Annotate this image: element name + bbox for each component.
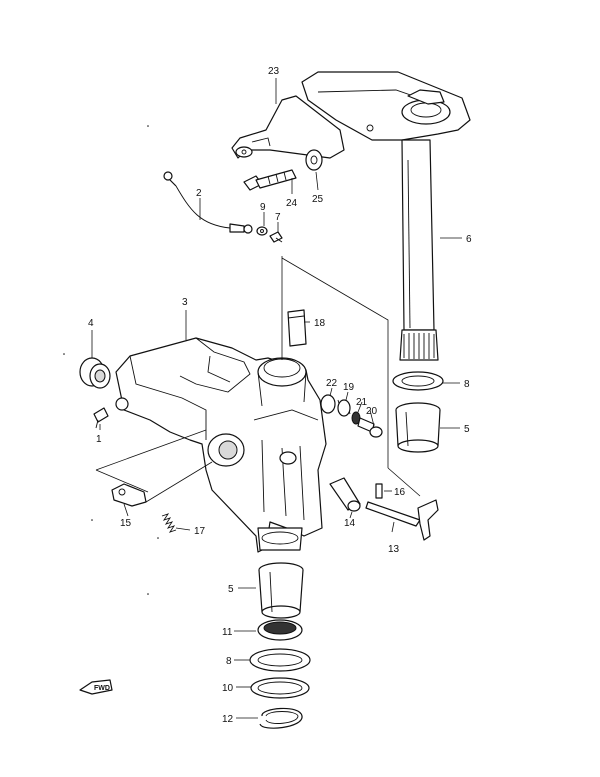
assembly-lines [95,256,421,503]
part-9-lock-washer [256,226,268,236]
part-12-snap-ring [259,707,303,729]
callout-12: 12 [222,714,234,725]
part-5-bushing-lower [258,562,304,619]
callout-9: 9 [260,202,266,213]
callout-14: 14 [344,518,356,529]
callout-4: 4 [88,318,94,329]
part-10-washer [250,677,310,699]
callout-15: 15 [120,518,132,529]
part-25-washer [305,149,323,171]
leader-lines [91,78,462,719]
forward-arrow-icon: FWD [79,679,113,695]
part-20-bolt [357,417,383,438]
callout-1: 1 [96,434,102,445]
part-15-plate [111,483,147,507]
callout-25: 25 [312,194,324,205]
part-14-shaft [329,477,361,512]
part-22-bushing [320,394,336,414]
part-11-seal [257,619,303,641]
callout-18: 18 [314,318,326,329]
callout-16: 16 [394,487,406,498]
callout-11: 11 [222,627,233,638]
print-specks [63,125,159,595]
part-18-clip [287,309,307,347]
callout-23: 23 [268,66,280,77]
callout-8-upper: 8 [464,379,470,390]
callout-7: 7 [275,212,281,223]
callout-20: 20 [366,406,378,417]
callout-19: 19 [343,382,355,393]
part-7-screw [269,231,283,243]
callout-5-lower: 5 [228,584,234,595]
callout-22: 22 [326,378,338,389]
callout-8-lower: 8 [226,656,232,667]
callout-2: 2 [196,188,202,199]
part-23-steering-bracket [231,71,471,159]
part-13-tilt-lock-lever [365,499,439,541]
fwd-label: FWD [94,685,110,692]
part-24-bolt [243,169,297,191]
callout-17: 17 [194,526,206,537]
part-8-thrust-washer-lower [249,648,311,672]
callout-13: 13 [388,544,400,555]
part-1-screw [93,407,109,429]
part-8-thrust-washer-upper [392,371,444,391]
part-6-swivel-shaft [399,139,439,361]
part-3-swivel-bracket [115,337,327,553]
part-2-ground-wire [163,171,253,234]
part-19-spring [337,399,351,417]
callout-21: 21 [356,397,368,408]
callout-labels: 23 6 2 9 7 24 25 4 3 18 1 8 5 22 19 21 2… [88,66,472,725]
callout-24: 24 [286,198,298,209]
callout-6: 6 [466,234,472,245]
part-17-spring [161,513,177,533]
callout-5-upper: 5 [464,424,470,435]
part-16-pin [375,483,383,499]
callout-3: 3 [182,297,188,308]
callout-10: 10 [222,683,234,694]
part-5-bushing-upper [395,402,441,453]
part-4-plug [79,357,111,389]
